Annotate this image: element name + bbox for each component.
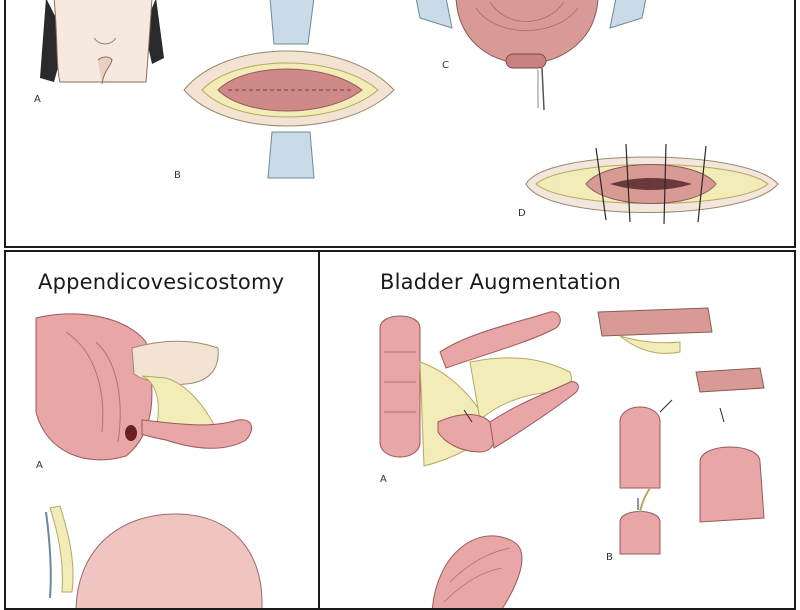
figure-a-bowel-segment — [379, 311, 579, 467]
panel-title-bladder-augmentation: Bladder Augmentation — [380, 270, 622, 294]
bladder-augmentation-drawings — [379, 307, 765, 608]
figure-c-bladder-catheter — [415, 0, 647, 111]
figure-label-a: A — [34, 94, 41, 105]
figure-b-open-bladder — [183, 0, 395, 179]
figure-label-c: C — [442, 60, 449, 71]
figure-d-closure — [525, 143, 779, 225]
appendicovesicostomy-drawings — [35, 313, 263, 608]
figure-label-b: B — [606, 552, 613, 563]
figure-c-augmented-bladder — [431, 535, 523, 608]
figure-a-torso — [40, 0, 164, 85]
figure-label-b: B — [174, 170, 181, 181]
panel-bladder-exstrophy-closure: A B C D — [4, 0, 796, 248]
top-panel-drawings — [40, 0, 779, 225]
figure-label-a: A — [380, 474, 387, 485]
figure-a-cecum-appendix — [35, 313, 253, 461]
figure-b-detubularization — [597, 307, 765, 555]
figure-label-a: A — [36, 460, 43, 471]
panel-title-appendicovesicostomy: Appendicovesicostomy — [38, 270, 285, 294]
figure-label-d: D — [518, 208, 526, 219]
figure-b-bladder — [45, 505, 263, 608]
panel-appendicovesicostomy: Appendicovesicostomy A — [4, 250, 320, 610]
panel-bladder-augmentation: Bladder Augmentation — [318, 250, 796, 610]
